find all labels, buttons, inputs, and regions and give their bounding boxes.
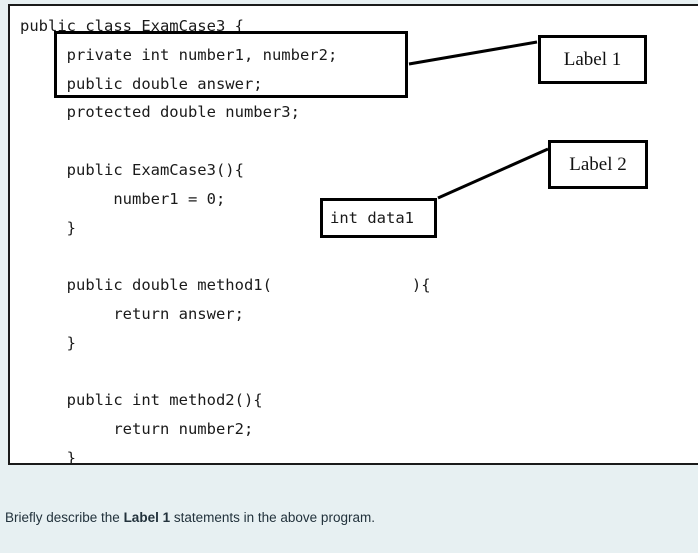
method1-parameter-text: int data1: [330, 209, 414, 227]
label-2-callout-box: Label 2: [548, 140, 648, 189]
label-2-text: Label 2: [569, 153, 627, 175]
method1-parameter-box: int data1: [320, 198, 437, 238]
fields-declaration-box: [54, 31, 408, 98]
label-1-text: Label 1: [563, 48, 622, 70]
question-prefix: Briefly describe the: [5, 510, 124, 525]
label-1-callout-box: Label 1: [538, 35, 647, 84]
question-suffix: statements in the above program.: [170, 510, 375, 525]
source-code-text: public class ExamCase3 { private int num…: [20, 17, 431, 465]
question-prompt: Briefly describe the Label 1 statements …: [5, 510, 375, 525]
question-emphasis: Label 1: [123, 510, 171, 525]
